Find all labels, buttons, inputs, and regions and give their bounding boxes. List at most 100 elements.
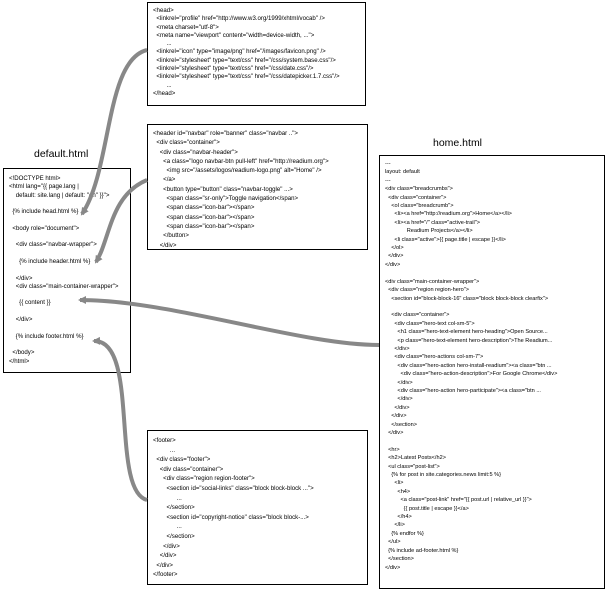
code-line: <div class="container"> — [385, 312, 450, 319]
code-line — [9, 341, 119, 349]
code-line: ... — [153, 523, 182, 531]
code-line: <div class="main-container-wrapper"> — [9, 282, 119, 290]
code-line: <div class="hero-action hero-install-rea… — [385, 362, 552, 369]
code-line: </ul> — [385, 539, 401, 546]
code-line: ... — [153, 40, 172, 48]
code-line — [385, 303, 557, 311]
head-html-code: <head> <linkrel="profile" href="http://w… — [153, 7, 340, 98]
code-line — [9, 266, 119, 274]
code-line: <div class="hero-action-description">For… — [385, 371, 558, 378]
code-line: </head> — [153, 89, 176, 97]
code-line — [9, 250, 119, 258]
code-line: <meta name="viewport" content="width=dev… — [153, 31, 315, 39]
code-line: </div> — [385, 564, 401, 571]
code-line: {% include header.html %} — [9, 257, 91, 265]
code-line: <div class="container"> — [385, 194, 447, 201]
code-line: </div> — [385, 413, 407, 420]
code-line — [9, 324, 119, 332]
code-line: {% for post in site.categories.news limi… — [385, 472, 501, 479]
code-line: </a> — [153, 176, 176, 184]
code-line: {% endfor %} — [385, 530, 424, 537]
code-line: {% include footer.html %} — [9, 332, 84, 340]
code-line: <div class="region region-footer"> — [153, 475, 255, 483]
code-line: <hr> — [385, 446, 400, 453]
code-line: <div class="navbar-wrapper"> — [9, 241, 97, 249]
code-line: </li> — [385, 522, 405, 529]
default-html-box: <!DOCTYPE html><html lang="{{ page.lang … — [3, 168, 131, 373]
code-line: </div> — [153, 241, 177, 249]
code-line: <div class="main-container-wrapper"> — [385, 278, 480, 285]
code-line: </section> — [385, 556, 414, 563]
code-line: </div> — [385, 345, 410, 352]
code-line: </div> — [153, 552, 177, 560]
code-line: default: site.lang | default: "en" }}"> — [9, 191, 110, 199]
code-line — [9, 200, 119, 208]
code-line: <h2>Latest Posts</h2> — [385, 455, 446, 462]
code-line: <h4> — [385, 488, 411, 495]
code-line: </section> — [385, 421, 418, 428]
code-line: <header id="navbar" role="banner" class=… — [153, 130, 298, 137]
footer-html-code: <footer> ... <div class="footer"> <div c… — [153, 436, 314, 580]
code-line: {{ post.title | escape }}</a> — [385, 505, 469, 512]
code-line: </div> — [385, 396, 413, 403]
code-line: <a class="post-link" href="{{ post.url |… — [385, 497, 532, 504]
code-line: ... — [153, 81, 172, 89]
code-line: </div> — [385, 261, 401, 268]
code-line: </html> — [9, 357, 30, 365]
code-line: <span class="icon-bar"></span> — [153, 213, 255, 221]
code-line: <span class="icon-bar"></span> — [153, 222, 255, 230]
code-line: <linkrel="icon" type="image/png" href="/… — [153, 48, 326, 56]
code-line: <!DOCTYPE html> — [9, 175, 61, 182]
code-line — [385, 437, 557, 445]
header-html-code: <header id="navbar" role="banner" class=… — [153, 129, 329, 250]
code-line: <li><a href="http://readium.org">Home</a… — [385, 211, 512, 218]
code-line: <ul class="post-list"> — [385, 463, 440, 470]
code-line: <head> — [153, 7, 174, 14]
code-line: <p class="hero-text-element hero-descrip… — [385, 337, 553, 344]
code-line: <div class="footer"> — [153, 456, 211, 464]
code-line: ... — [153, 446, 176, 454]
code-line: Readium Projects</a></li> — [385, 228, 473, 235]
code-line: <div class="hero-text col-sm-5"> — [385, 320, 475, 327]
code-line: <li><a href="/" class="active-trail"> — [385, 219, 480, 226]
code-line: </div> — [385, 253, 404, 260]
code-line: </div> — [9, 274, 33, 282]
code-line: <linkrel="stylesheet" type="text/css" hr… — [153, 73, 340, 81]
code-line: <a class="logo navbar-btn pull-left" hre… — [153, 157, 329, 165]
code-line — [385, 269, 557, 277]
code-line: <div class="hero-actions col-sm-7"> — [385, 354, 484, 361]
code-line: <body role="document"> — [9, 224, 80, 232]
code-line: <section id="copyright-notice" class="bl… — [153, 513, 309, 521]
footer-html-box: <footer> ... <div class="footer"> <div c… — [147, 430, 368, 585]
code-line: <html lang="{{ page.lang | — [9, 183, 79, 191]
home-html-box: ---layout: default---<div class="breadcr… — [379, 155, 605, 589]
code-line: </div> — [385, 430, 404, 436]
default-html-title: default.html — [34, 148, 89, 160]
home-html-code: ---layout: default---<div class="breadcr… — [385, 160, 557, 572]
code-line: <button type="button" class="navbar-togg… — [153, 185, 293, 193]
code-line: </button> — [153, 232, 189, 240]
code-line: </body> — [9, 349, 35, 357]
header-html-box: <header id="navbar" role="banner" class=… — [147, 124, 368, 250]
code-line: <div class="container"> — [153, 465, 224, 473]
code-line: </footer> — [153, 571, 178, 579]
code-line: <span class="icon-bar"></span> — [153, 204, 255, 212]
code-line: </div> — [153, 561, 173, 569]
code-line: </section> — [153, 504, 195, 512]
code-line: <h1 class="hero-text-element hero-headin… — [385, 329, 548, 336]
code-line: <section id="social-links" class="block … — [153, 484, 314, 492]
code-line: <meta charset="utf-8"> — [153, 23, 219, 31]
head-html-box: <head> <linkrel="profile" href="http://w… — [147, 2, 366, 106]
code-line: {% include ad-footer.html %} — [385, 547, 459, 554]
code-line: </section> — [153, 532, 195, 540]
code-line: layout: default — [385, 169, 420, 176]
code-line: </div> — [385, 379, 413, 386]
code-line: <div class="breadcrumbs"> — [385, 186, 453, 193]
home-html-title: home.html — [433, 137, 483, 149]
code-line — [9, 308, 119, 316]
code-line: </div> — [153, 542, 180, 550]
code-line: <li class="active">{{ page.title | escap… — [385, 236, 506, 243]
code-line — [9, 233, 119, 241]
code-line — [9, 291, 119, 299]
code-line: <img src="/assets/logos/readium-logo.png… — [153, 167, 322, 175]
